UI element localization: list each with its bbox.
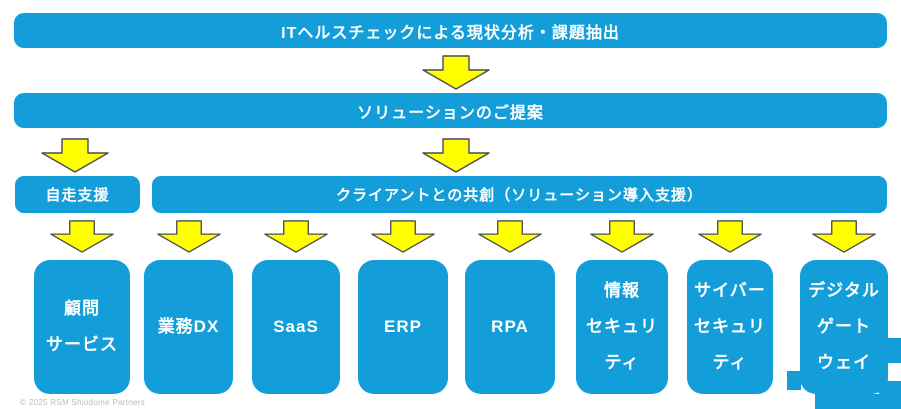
solution-label: 情報 セキュリ ティ [586,281,658,372]
down-arrow-icon [156,220,221,253]
down-arrow-icon [40,138,110,173]
solution-box: ERP [358,260,448,394]
render-artifact [815,394,881,409]
down-arrow-icon [421,55,491,90]
solution-box: デジタル ゲート ウェイ [800,260,888,394]
solution-label: デジタル ゲート ウェイ [808,281,880,372]
self-driven-support-box: 自走支援 [15,176,140,213]
solution-box: SaaS [252,260,340,394]
solution-column: ERP [358,219,448,394]
solution-column: 顧問 サービス [34,219,130,394]
render-artifact [787,371,801,390]
solution-column: SaaS [252,219,340,394]
solution-label: ERP [384,317,422,336]
solution-label: 業務DX [157,317,220,336]
solution-column: デジタル ゲート ウェイ [800,219,888,394]
down-arrow-icon [264,220,328,253]
step1-label: ITヘルスチェックによる現状分析・課題抽出 [281,24,620,42]
down-arrow-icon [421,138,491,173]
down-arrow-icon [50,220,114,253]
render-artifact [886,338,901,363]
co-creation-bar: クライアントとの共創（ソリューション導入支援） [152,176,887,213]
co-creation-label: クライアントとの共創（ソリューション導入支援） [336,187,703,204]
solution-label: RPA [491,317,529,336]
down-arrow-icon [371,220,435,253]
solution-column: サイバー セキュリ ティ [687,219,773,394]
render-artifact [879,381,901,409]
down-arrow-icon [478,220,542,253]
solution-column: 情報 セキュリ ティ [576,219,668,394]
copyright-text: © 2025 RSM Shiodome Partners [20,398,146,407]
solution-box: 業務DX [144,260,233,394]
solution-label: SaaS [273,317,319,336]
solution-box: 情報 セキュリ ティ [576,260,668,394]
step1-bar: ITヘルスチェックによる現状分析・課題抽出 [14,13,887,48]
solution-label: サイバー セキュリ ティ [694,281,766,372]
solution-box: RPA [465,260,555,394]
step2-label: ソリューションのご提案 [357,104,544,122]
down-arrow-icon [590,220,654,253]
down-arrow-icon [812,220,876,253]
solution-box: サイバー セキュリ ティ [687,260,773,394]
solution-column: RPA [465,219,555,394]
step2-bar: ソリューションのご提案 [14,93,887,128]
solution-box: 顧問 サービス [34,260,130,394]
solution-column: 業務DX [144,219,233,394]
solution-label: 顧問 サービス [46,299,118,354]
down-arrow-icon [698,220,762,253]
self-driven-support-label: 自走支援 [45,187,110,204]
